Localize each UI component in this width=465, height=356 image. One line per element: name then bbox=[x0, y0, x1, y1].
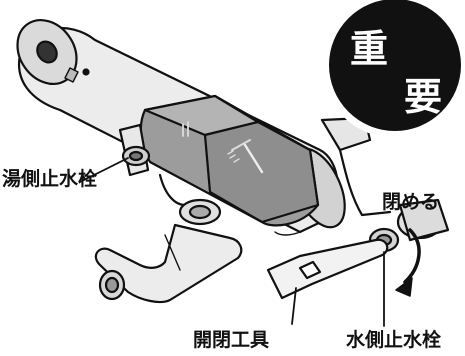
close-direction-label: 閉める bbox=[382, 191, 440, 213]
cold-side-valve-drawing bbox=[320, 116, 450, 253]
opening-tool-drawing bbox=[266, 238, 389, 300]
badge-char-1: 重 bbox=[350, 27, 389, 71]
spout-drawing bbox=[94, 223, 243, 304]
close-direction-arrow bbox=[395, 228, 421, 297]
important-badge bbox=[322, 0, 465, 138]
cold-side-valve-label: 水側止水栓 bbox=[346, 329, 442, 351]
control-panel bbox=[139, 94, 320, 227]
opening-tool-label: 開閉工具 bbox=[193, 329, 270, 351]
leader-lines bbox=[79, 157, 385, 327]
hot-side-valve-drawing bbox=[118, 123, 222, 226]
badge-char-2: 要 bbox=[404, 75, 443, 119]
hot-side-valve-label: 湯側止水栓 bbox=[2, 168, 98, 190]
